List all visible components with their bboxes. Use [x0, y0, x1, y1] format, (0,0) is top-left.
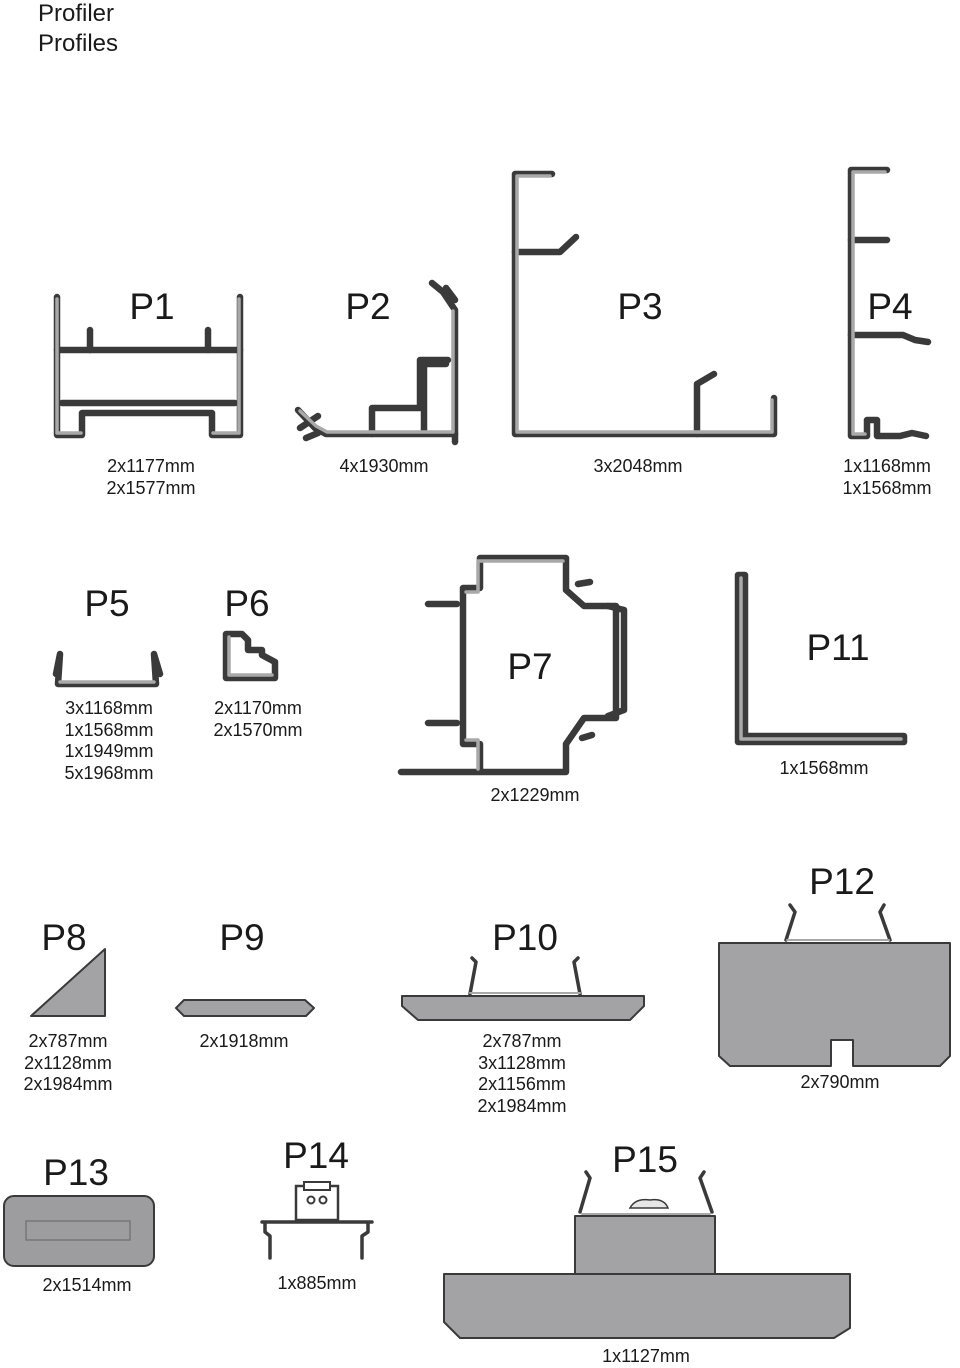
profile-label-p15: P15: [612, 1139, 678, 1180]
profile-p5-drawing: [52, 650, 164, 688]
profile-label-p1: P1: [129, 286, 175, 327]
cut-entry: 2x1177mm: [107, 456, 195, 476]
cut-entry: 2x1570mm: [213, 719, 303, 740]
profile-p15-drawing: [443, 1170, 851, 1339]
cut-entry: 2x1577mm: [106, 477, 196, 498]
cut-list-p12: 2x790mm: [800, 1072, 879, 1094]
page-title: Profiler: [38, 0, 115, 27]
profile-label-p8: P8: [41, 917, 87, 958]
profile-p7-drawing: [397, 554, 628, 776]
profile-p8-drawing: [30, 948, 106, 1017]
cut-entry: 4x1930mm: [339, 456, 429, 476]
profile-label-p4: P4: [867, 286, 913, 327]
profile-p9-drawing: [175, 999, 315, 1017]
cut-list-p2: 4x1930mm: [339, 456, 428, 478]
profile-p4-drawing: [847, 166, 932, 440]
profile-p1-drawing: [53, 293, 244, 439]
profile-label-p6: P6: [224, 583, 270, 624]
page-subtitle: Profiles: [38, 30, 119, 57]
profile-p14-drawing: [260, 1181, 374, 1260]
cut-entry: 2x1984mm: [477, 1095, 567, 1116]
profile-label-p13: P13: [43, 1152, 109, 1193]
profile-label-p2: P2: [345, 286, 391, 327]
profile-label-p14: P14: [283, 1135, 349, 1176]
cut-entry: 2x1984mm: [23, 1074, 113, 1094]
profile-label-p5: P5: [84, 583, 130, 624]
profile-p12-drawing: [718, 903, 951, 1067]
cut-entry: 3x1128mm: [478, 1052, 566, 1073]
cut-list-p9: 2x1918mm: [199, 1031, 288, 1053]
cut-list-p6: 2x1170mm 2x1570mm: [213, 698, 302, 741]
cut-entry: 3x1168mm: [65, 698, 153, 718]
cut-entry: 1x1568mm: [842, 477, 932, 498]
cut-list-p3: 3x2048mm: [593, 456, 682, 478]
cut-list-p11: 1x1568mm: [779, 758, 868, 780]
profile-p6-drawing: [222, 630, 279, 682]
profile-label-p3: P3: [617, 286, 663, 327]
profile-p13-drawing: [3, 1195, 155, 1267]
cut-entry: 5x1968mm: [64, 762, 154, 783]
cut-entry: 1x885mm: [277, 1273, 357, 1293]
cut-list-p15: 1x1127mm: [602, 1346, 690, 1368]
cut-entry: 2x1156mm: [478, 1074, 566, 1094]
cut-entry: 1x1127mm: [602, 1346, 690, 1366]
cut-list-p10: 2x787mm 3x1128mm 2x1156mm 2x1984mm: [477, 1031, 566, 1117]
cut-list-p14: 1x885mm: [277, 1273, 356, 1295]
cut-entry: 2x1170mm: [214, 698, 302, 718]
cut-list-p1: 2x1177mm 2x1577mm: [106, 456, 195, 499]
cut-entry: 2x790mm: [800, 1072, 880, 1092]
cut-entry: 1x1949mm: [64, 741, 154, 761]
cut-list-p7: 2x1229mm: [490, 785, 579, 807]
cut-list-p4: 1x1168mm 1x1568mm: [842, 456, 931, 499]
profile-p3-drawing: [511, 170, 778, 438]
cut-list-p13: 2x1514mm: [42, 1275, 131, 1297]
profile-p11-drawing: [734, 571, 908, 746]
cut-entry: 2x787mm: [28, 1031, 108, 1051]
profile-label-p9: P9: [219, 917, 265, 958]
profile-label-p12: P12: [809, 861, 875, 902]
profile-p2-drawing: [294, 279, 459, 446]
profile-p10-drawing: [401, 956, 645, 1021]
cut-entry: 2x1128mm: [24, 1052, 112, 1073]
profile-label-p11: P11: [806, 627, 870, 668]
cut-entry: 1x1168mm: [843, 456, 931, 476]
cut-entry: 3x2048mm: [593, 456, 683, 476]
cut-entry: 1x1568mm: [779, 758, 869, 778]
cut-list-p8: 2x787mm 2x1128mm 2x1984mm: [23, 1031, 112, 1096]
cut-entry: 2x1918mm: [199, 1031, 289, 1051]
cut-entry: 2x1229mm: [490, 785, 580, 805]
profile-label-p10: P10: [492, 917, 558, 958]
cut-entry: 2x1514mm: [42, 1275, 132, 1295]
profile-label-p7: P7: [507, 646, 553, 687]
cut-entry: 2x787mm: [482, 1031, 562, 1051]
cut-entry: 1x1568mm: [64, 719, 154, 740]
cut-list-p5: 3x1168mm 1x1568mm 1x1949mm 5x1968mm: [64, 698, 153, 784]
